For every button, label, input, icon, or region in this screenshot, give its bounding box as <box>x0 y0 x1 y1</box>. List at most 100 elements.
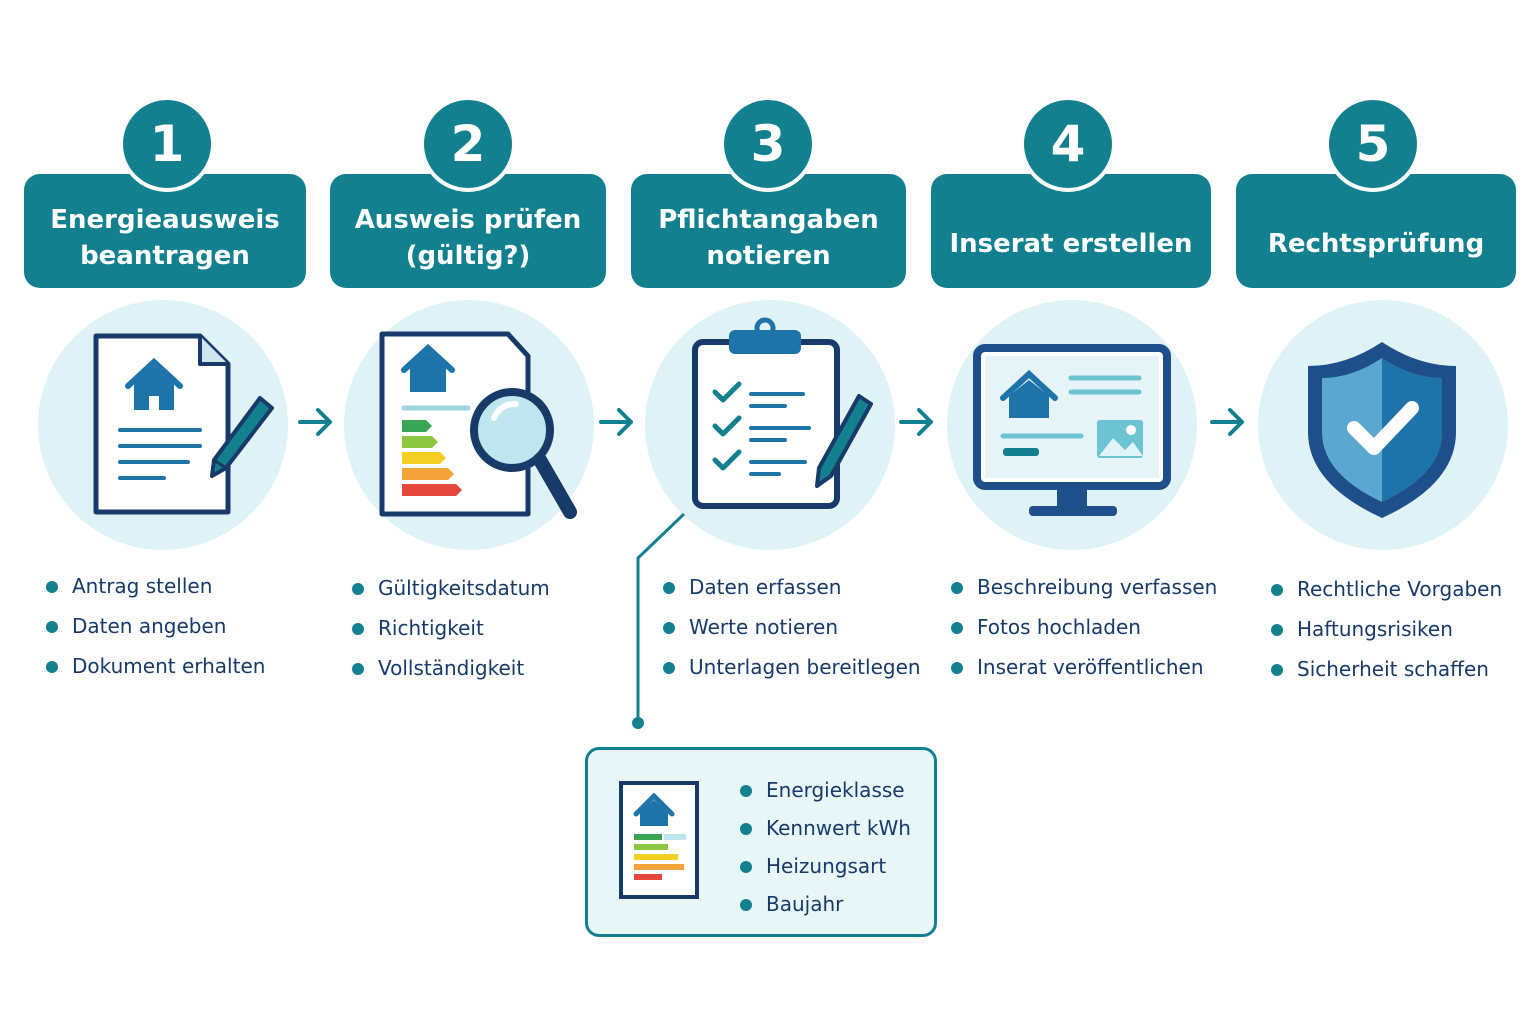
step-2-bullet-list: Gültigkeitsdatum Richtigkeit Vollständig… <box>352 570 550 690</box>
list-item: Beschreibung verfassen <box>951 569 1217 609</box>
list-item: Fotos hochladen <box>951 609 1217 649</box>
step-2-header: Ausweis prüfen (gültig?) <box>330 174 606 288</box>
bullet-text: Unterlagen bereitlegen <box>689 655 921 679</box>
bullet-text: Kennwert kWh <box>766 816 911 840</box>
step-1-bullet-list: Antrag stellen Daten angeben Dokument er… <box>46 568 265 688</box>
step-1: Energieausweis beantragen 1 Antrag stell… <box>24 0 324 720</box>
step-5-bullet-list: Rechtliche Vorgaben Haftungsrisiken Sich… <box>1271 571 1502 691</box>
bullet-dot <box>663 582 675 594</box>
bullet-dot <box>951 662 963 674</box>
document-pen-icon <box>93 333 274 515</box>
list-item: Gültigkeitsdatum <box>352 570 550 610</box>
list-item: Dokument erhalten <box>46 648 265 688</box>
bullet-dot <box>740 785 752 797</box>
bullet-dot <box>352 623 364 635</box>
list-item: Richtigkeit <box>352 610 550 650</box>
step-1-title: Energieausweis beantragen <box>50 205 280 271</box>
bullet-dot <box>951 582 963 594</box>
energy-certificate-icon <box>619 781 699 899</box>
shield-check-icon <box>1308 342 1456 518</box>
bullet-text: Richtigkeit <box>378 616 484 640</box>
detail-bullet-list: Energieklasse Kennwert kWh Heizungsart B… <box>740 772 911 924</box>
bullet-text: Dokument erhalten <box>72 654 266 678</box>
step-4-icon-circle <box>947 300 1197 550</box>
list-item: Daten erfassen <box>663 569 921 609</box>
bullet-dot <box>951 622 963 634</box>
bullet-text: Vollständigkeit <box>378 656 525 680</box>
step-3-title: Pflichtangaben notieren <box>658 205 879 271</box>
bullet-text: Energieklasse <box>766 778 905 802</box>
bullet-dot <box>46 661 58 673</box>
list-item: Daten angeben <box>46 608 265 648</box>
bullet-dot <box>1271 584 1283 596</box>
bullet-text: Haftungsrisiken <box>1297 617 1453 641</box>
bullet-dot <box>46 621 58 633</box>
step-3: Pflichtangaben notieren 3 Daten erfassen… <box>631 0 931 720</box>
step-2-number-badge: 2 <box>420 96 516 192</box>
arrow-right-icon <box>899 408 933 436</box>
bullet-dot <box>663 622 675 634</box>
list-item: Rechtliche Vorgaben <box>1271 571 1502 611</box>
step-2-icon-circle <box>344 300 594 550</box>
bullet-text: Rechtliche Vorgaben <box>1297 577 1503 601</box>
arrow-right-icon <box>599 408 633 436</box>
bullet-text: Werte notieren <box>689 615 839 639</box>
step-4: Inserat erstellen 4 Beschreibung verfass… <box>931 0 1231 720</box>
bullet-dot <box>740 861 752 873</box>
step-4-number-badge: 4 <box>1020 96 1116 192</box>
step-3-icon-circle <box>645 300 895 550</box>
step-4-title: Inserat erstellen <box>949 229 1193 259</box>
step-5-number-badge: 5 <box>1325 96 1421 192</box>
bullet-dot <box>740 823 752 835</box>
bullet-text: Baujahr <box>766 892 844 916</box>
list-item: Baujahr <box>740 886 911 924</box>
bullet-dot <box>46 581 58 593</box>
bullet-text: Fotos hochladen <box>977 615 1141 639</box>
arrow-right-icon <box>1210 408 1244 436</box>
bullet-text: Gültigkeitsdatum <box>378 576 550 600</box>
bullet-dot <box>1271 624 1283 636</box>
list-item: Unterlagen bereitlegen <box>663 649 921 689</box>
magnifier-certificate-icon <box>379 331 577 519</box>
step-5-header: Rechtsprüfung <box>1236 174 1516 288</box>
step-1-header: Energieausweis beantragen <box>24 174 306 288</box>
bullet-dot <box>352 663 364 675</box>
step-3-number-badge: 3 <box>720 96 816 192</box>
step-5: Rechtsprüfung 5 Rechtliche Vorgaben Haft… <box>1236 0 1536 720</box>
step-1-number-badge: 1 <box>119 96 215 192</box>
detail-box: Energieklasse Kennwert kWh Heizungsart B… <box>585 747 937 937</box>
bullet-dot <box>352 583 364 595</box>
list-item: Antrag stellen <box>46 568 265 608</box>
step-5-title: Rechtsprüfung <box>1267 229 1485 259</box>
bullet-text: Daten erfassen <box>689 575 842 599</box>
arrow-right-icon <box>298 408 332 436</box>
list-item: Energieklasse <box>740 772 911 810</box>
step-3-bullet-list: Daten erfassen Werte notieren Unterlagen… <box>663 569 921 689</box>
bullet-dot <box>740 899 752 911</box>
clipboard-checklist-icon <box>692 317 873 509</box>
bullet-text: Sicherheit schaffen <box>1297 657 1489 681</box>
list-item: Inserat veröffentlichen <box>951 649 1217 689</box>
list-item: Vollständigkeit <box>352 650 550 690</box>
step-1-icon-circle <box>38 300 288 550</box>
step-2: Ausweis prüfen (gültig?) 2 Gültigkeitsda… <box>330 0 630 720</box>
list-item: Kennwert kWh <box>740 810 911 848</box>
list-item: Heizungsart <box>740 848 911 886</box>
bullet-dot <box>663 662 675 674</box>
bullet-text: Antrag stellen <box>72 574 213 598</box>
bullet-text: Daten angeben <box>72 614 227 638</box>
step-3-header: Pflichtangaben notieren <box>631 174 906 288</box>
bullet-dot <box>1271 664 1283 676</box>
step-2-title: Ausweis prüfen (gültig?) <box>354 205 582 271</box>
bullet-text: Inserat veröffentlichen <box>977 655 1204 679</box>
step-4-header: Inserat erstellen <box>931 174 1211 288</box>
step-4-bullet-list: Beschreibung verfassen Fotos hochladen I… <box>951 569 1217 689</box>
step-5-icon-circle <box>1258 300 1508 550</box>
list-item: Haftungsrisiken <box>1271 611 1502 651</box>
list-item: Sicherheit schaffen <box>1271 651 1502 691</box>
connector-line <box>632 512 686 729</box>
list-item: Werte notieren <box>663 609 921 649</box>
monitor-listing-icon <box>973 344 1171 516</box>
bullet-text: Beschreibung verfassen <box>977 575 1218 599</box>
bullet-text: Heizungsart <box>766 854 887 878</box>
